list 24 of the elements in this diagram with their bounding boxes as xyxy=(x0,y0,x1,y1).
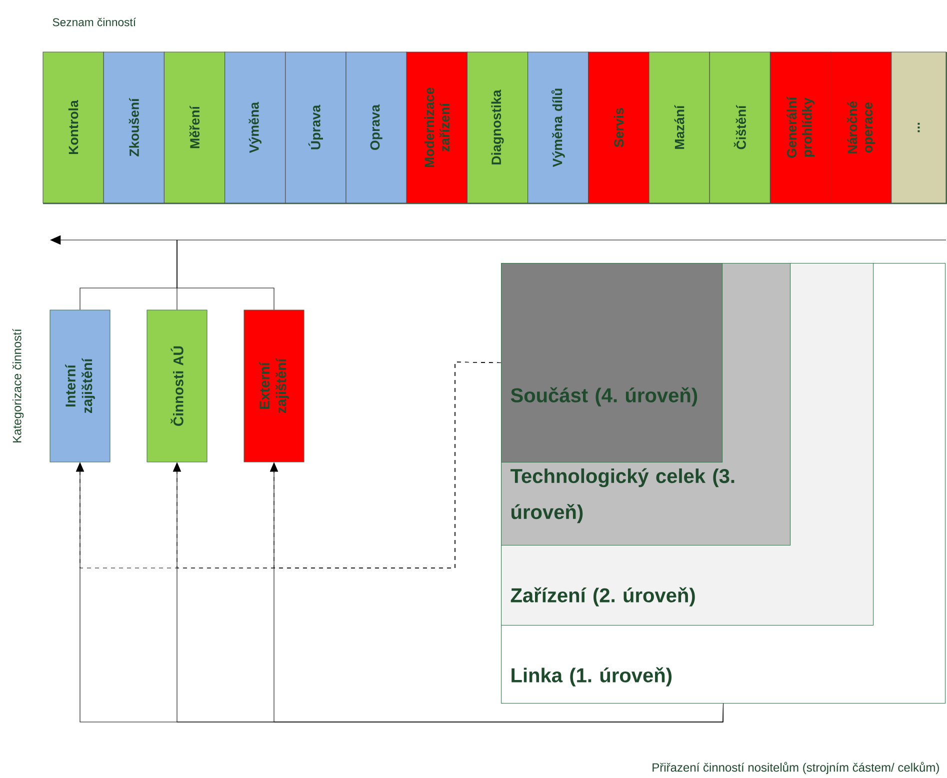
category-box: Činnosti AÚ xyxy=(146,310,208,462)
activity-cell: Náročné operace xyxy=(830,52,892,204)
activity-cell: Oprava xyxy=(346,52,407,204)
activity-cell: Výměna xyxy=(224,52,286,204)
activity-cell: Diagnostika xyxy=(466,52,528,204)
category-box: Externí zajištění xyxy=(244,310,304,462)
axis-label: Kategorizace činností xyxy=(12,328,24,442)
activity-cell: Mazání xyxy=(648,52,710,204)
level-box: Součást (4. úroveň) xyxy=(501,263,723,463)
activity-cell: Kontrola xyxy=(42,52,104,204)
activity-cell: ... xyxy=(891,52,946,204)
activity-cell: Úprava xyxy=(285,52,346,204)
activity-cell: Generální prohlídky xyxy=(770,52,832,204)
activity-cell: Měření xyxy=(164,52,226,204)
category-box: Interní zajištění xyxy=(50,310,110,462)
axis-label: Přiřazení činností nositelům (strojním částem/ celkům) xyxy=(652,762,939,774)
connector xyxy=(176,240,274,310)
activity-cell: Výměna dílů xyxy=(528,52,589,204)
activity-cell: Zkoušení xyxy=(103,52,164,204)
activity-cell: Čištění xyxy=(709,52,770,204)
strip-heading: Seznam činností xyxy=(52,18,136,26)
activity-cell: Servis xyxy=(588,52,650,204)
activity-cell: Modernizace zařízení xyxy=(406,52,468,204)
connector xyxy=(270,362,502,568)
